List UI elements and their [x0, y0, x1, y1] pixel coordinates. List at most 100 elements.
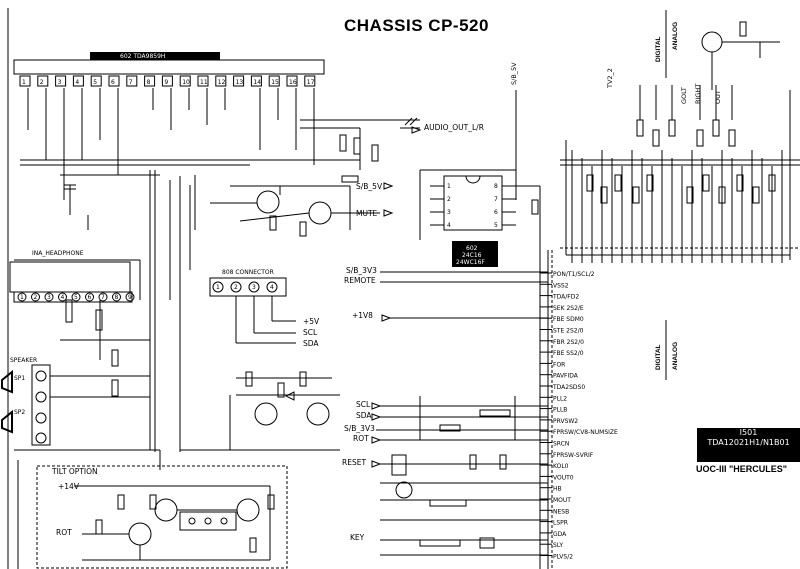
main-ic-pin-label: STE 2S2/0	[553, 328, 584, 335]
digital-label-top: DIGITAL	[655, 36, 662, 62]
speaker-ref-1: SP1	[14, 375, 25, 382]
hp-pin-8: 8	[115, 294, 119, 301]
audio-ic-pin-10: 10	[182, 79, 190, 86]
main-ic-pin-label: FBE SDM0	[553, 316, 584, 323]
eeprom-pin-left-4: 4	[447, 222, 451, 229]
eeprom-pin-right-5: 5	[494, 222, 498, 229]
vref-label: +1V8	[352, 311, 373, 320]
audio-ic-pin-15: 15	[271, 79, 279, 86]
main-ic-pin-label: FBE SS2/0	[553, 350, 584, 357]
service-pin-2: 2	[234, 284, 238, 291]
hp-pin-1: 1	[20, 294, 24, 301]
main-ic-subtitle: UOC-III "HERCULES"	[696, 464, 788, 474]
rot-label: ROT	[353, 434, 369, 443]
speaker-label: SPEAKER	[10, 357, 37, 364]
hp-pin-9: 9	[128, 294, 132, 301]
scl-connector-label: SCL	[303, 328, 318, 337]
eeprom-pin-left-2: 2	[447, 196, 451, 203]
audio-ic-pin-17: 17	[307, 79, 315, 86]
main-ic-pin-label: FPRSW/CV8-NUMSIZE	[553, 429, 618, 436]
speaker-ref-2: SP2	[14, 409, 25, 416]
audio-ic-pin-5: 5	[93, 79, 97, 86]
hp-pin-6: 6	[88, 294, 92, 301]
main-ic-pin-label: SLY	[553, 542, 563, 549]
audio-ic-pin-16: 16	[289, 79, 297, 86]
eeprom-pin-left-3: 3	[447, 209, 451, 216]
analog-label-top: ANALOG	[672, 22, 679, 50]
analog-label-bottom: ANALOG	[672, 342, 679, 370]
tilt-option-label: TILT OPTION	[51, 467, 98, 476]
sb3v3-top-label: S/B_3V3	[346, 266, 377, 275]
eeprom-pin-right-6: 6	[494, 209, 498, 216]
headphone-connector-label: INA_HEADPHONE	[32, 250, 84, 257]
eeprom-label-2: 24C16	[462, 252, 482, 259]
service-pin-4: 4	[270, 284, 274, 291]
main-ic-pin-label: PAVFIDA	[553, 373, 579, 380]
audio-ic-pin-6: 6	[111, 79, 115, 86]
main-ic-pin-label: PRVSW2	[553, 418, 578, 425]
main-ic-pin-label: KOL0	[553, 463, 569, 470]
main-ic-part: TDA12021H1/N1B01	[707, 438, 790, 447]
mute-label: MUTE	[356, 209, 378, 218]
audio-ic-pin-2: 2	[40, 79, 44, 86]
eeprom-pin-right-8: 8	[494, 183, 498, 190]
rot-tilt-label: ROT	[56, 528, 72, 537]
tv2-label: TV2_2	[606, 68, 614, 89]
hp-pin-4: 4	[61, 294, 65, 301]
sda-connector-label: SDA	[303, 339, 319, 348]
eeprom-pin-right-7: 7	[494, 196, 498, 203]
main-ic-pin-label: PLLB	[553, 407, 567, 414]
sb5v-label: S/B_5V	[356, 182, 383, 191]
sb3v3-label: S/B_3V3	[344, 424, 375, 433]
main-ic-pin-label: VSS2	[553, 282, 569, 289]
main-ic-pin-label: TDA2SDS0	[552, 384, 585, 391]
service-pin-3: 3	[252, 284, 256, 291]
audio-ic-pin-4: 4	[75, 79, 79, 86]
v14-label: +14V	[58, 482, 80, 491]
plus5v-label: +5V	[303, 317, 320, 326]
audio-ic-pin-11: 11	[200, 79, 208, 86]
main-ic-pin-label: PLL2	[553, 395, 567, 402]
audio-ic-pin-7: 7	[129, 79, 133, 86]
service-connector-label: 808 CONNECTOR	[222, 269, 274, 276]
audio-processor-ic-label: 602 TDA9859H	[120, 53, 165, 60]
key-label: KEY	[350, 533, 365, 542]
digital-label-bottom: DIGITAL	[655, 344, 662, 370]
reset-label: RESET	[342, 458, 366, 467]
main-ic-pin-label: NESB	[553, 508, 569, 515]
main-ic-pin-label: FOR	[553, 361, 565, 368]
main-ic-pin-label: TDA/FD2	[552, 294, 579, 301]
golt-label: GOLT	[680, 87, 688, 104]
tilt-option-box: TILT OPTION	[36, 465, 288, 569]
audio-out-label: AUDIO_OUT_L/R	[424, 123, 484, 132]
main-ic-ref: I501	[739, 428, 758, 437]
right-label: RIGHT	[694, 84, 702, 104]
main-ic-pin-label: SRCN	[553, 441, 569, 448]
speaker-connector: SPEAKER SP1 SP2	[1, 357, 150, 446]
eeprom-pin-left-1: 1	[447, 183, 451, 190]
scl-label: SCL	[356, 400, 371, 409]
audio-ic-pin-9: 9	[164, 79, 168, 86]
remote-label: REMOTE	[344, 276, 376, 285]
main-ic-pin-label: FBR 2S2/0	[553, 339, 584, 346]
hp-pin-7: 7	[101, 294, 105, 301]
main-ic-pin-label: MOUT	[553, 497, 571, 504]
audio-ic-pin-3: 3	[58, 79, 62, 86]
out-label: OUT	[714, 90, 722, 104]
hp-pin-5: 5	[74, 294, 78, 301]
hp-pin-3: 3	[47, 294, 51, 301]
audio-ic-pin-12: 12	[218, 79, 226, 86]
audio-ic-pin-1: 1	[22, 79, 26, 86]
main-ic-label-box: I501 TDA12021H1/N1B01	[697, 428, 800, 462]
main-ic-pin-label: VOUT0	[553, 474, 574, 481]
main-ic-pin-label: LSPR	[553, 520, 568, 527]
main-ic-pin-label: HB	[553, 486, 562, 493]
main-ic-pin-label: SEK 2S2/E	[553, 305, 584, 312]
sda-label: SDA	[356, 411, 372, 420]
audio-ic-pin-8: 8	[147, 79, 151, 86]
main-ic-pin-label: PON/T1/SCL/2	[553, 271, 595, 278]
